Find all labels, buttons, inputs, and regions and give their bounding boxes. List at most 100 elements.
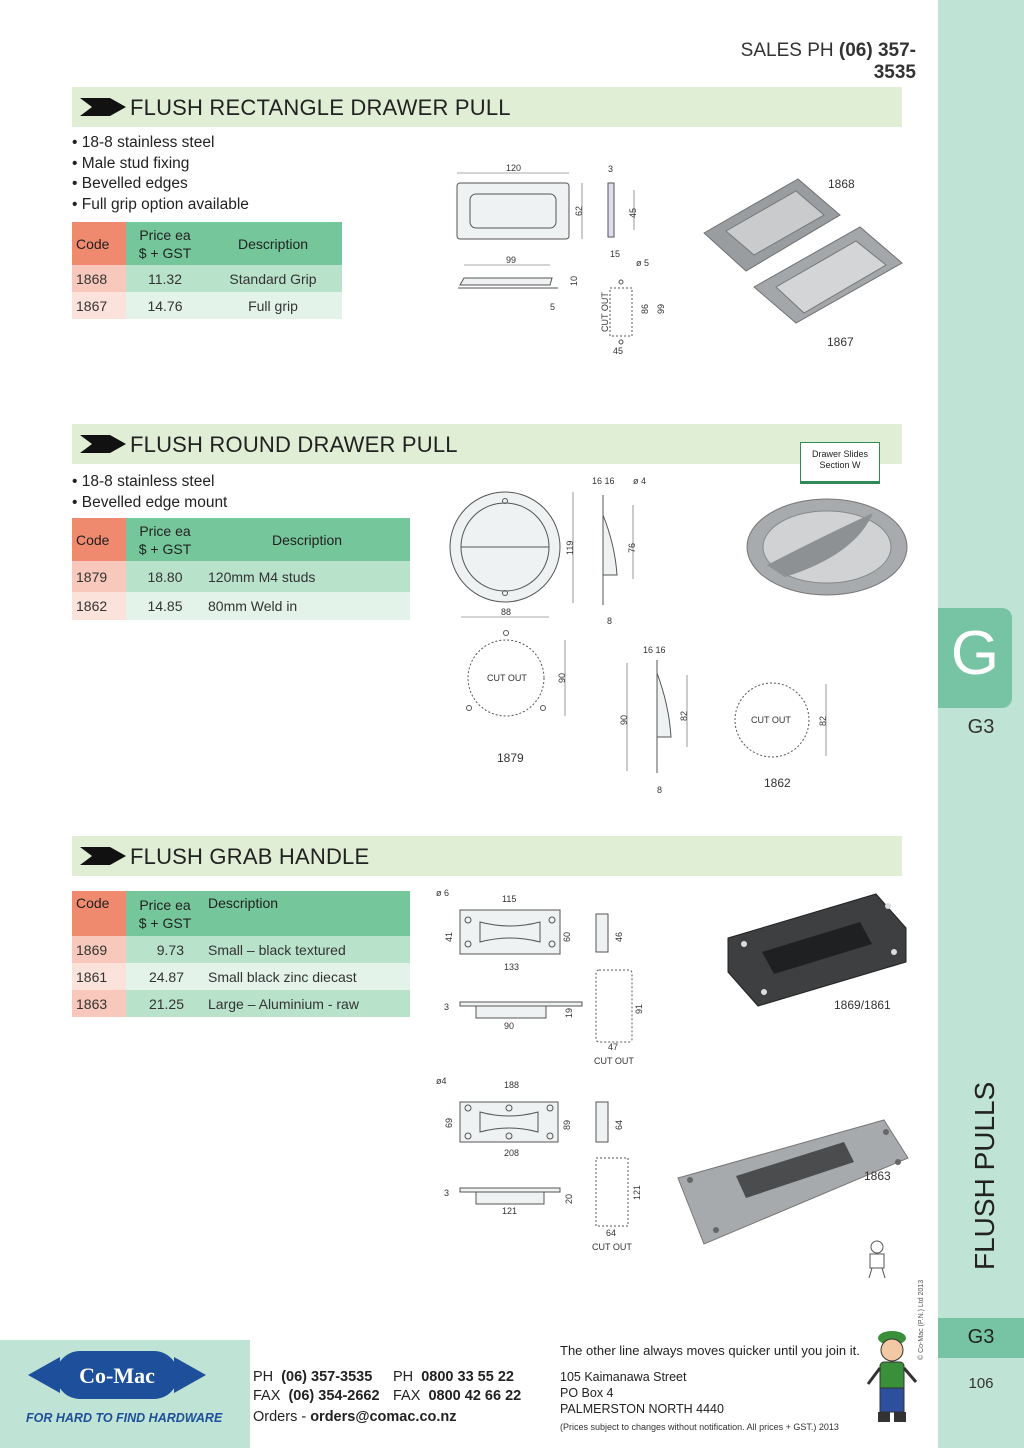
- price-table: Code Price ea$ + GST Description 1879 18…: [72, 518, 410, 620]
- orders-label: Orders -: [253, 1409, 311, 1425]
- comac-logo[interactable]: Co-Mac: [22, 1345, 212, 1405]
- dim-label: 90: [619, 715, 629, 725]
- round-pull-photo: [746, 498, 908, 596]
- dim-label: 15: [610, 249, 620, 259]
- table-row: 1863 21.25 Large – Aluminium - raw: [72, 990, 410, 1017]
- vertical-title-text: FLUSH PULLS: [969, 1081, 1000, 1270]
- table-row: 1861 24.87 Small black zinc diecast: [72, 963, 410, 990]
- description-header: Description: [204, 222, 342, 265]
- dim-label: 3: [608, 164, 613, 174]
- fax2-label: FAX: [393, 1388, 421, 1404]
- code-cell: 1868: [72, 265, 126, 292]
- feature-item: 18-8 stainless steel: [72, 133, 249, 154]
- price-cell: 9.73: [126, 936, 204, 963]
- dim-label: 133: [504, 962, 519, 972]
- dim-label: 5: [550, 302, 555, 312]
- price-header: Price ea$ + GST: [126, 891, 204, 936]
- description-cell: Large – Aluminium - raw: [204, 990, 410, 1017]
- description-cell: Small – black textured: [204, 936, 410, 963]
- dim-label: 19: [564, 1008, 574, 1018]
- round-pull-cutout: CUT OUT 82: [734, 682, 828, 758]
- round-pull-drawing: 88 119 16 16 ø 4 76 8 CUT OUT 90 16 16 9…: [449, 476, 689, 795]
- description-cell: 120mm M4 studs: [204, 561, 410, 592]
- ph-number[interactable]: (06) 357-3535: [281, 1369, 373, 1385]
- section-header-rectangle-pull: FLUSH RECTANGLE DRAWER PULL: [72, 87, 902, 127]
- dim-label: 45: [628, 208, 638, 218]
- dim-label: 121: [502, 1206, 517, 1216]
- dim-label: 82: [679, 711, 689, 721]
- dim-label: 64: [606, 1228, 616, 1238]
- fax2-number: 0800 42 66 22: [428, 1388, 522, 1404]
- price-header-line: $ + GST: [138, 914, 192, 931]
- section-header-round-pull: FLUSH ROUND DRAWER PULL: [72, 424, 902, 464]
- orders-email-link[interactable]: orders@comac.co.nz: [310, 1409, 457, 1425]
- sales-phone: (06) 357-3535: [838, 40, 916, 83]
- description-cell: Standard Grip: [204, 265, 342, 292]
- price-table: Code Price ea$ + GST Description 1868 11…: [72, 222, 342, 319]
- page-number: 106: [968, 1375, 994, 1392]
- page-tab: G3: [938, 1318, 1024, 1358]
- mascot-illustration: [866, 1331, 918, 1422]
- dim-label: 82: [818, 716, 828, 726]
- code-cell: 1879: [72, 561, 126, 592]
- arrow-icon: [80, 847, 126, 865]
- dim-label: 60: [562, 932, 572, 942]
- table-row: 1868 11.32 Standard Grip: [72, 265, 342, 292]
- price-cell: 24.87: [126, 963, 204, 990]
- dim-label: 88: [501, 607, 511, 617]
- feature-item: Full grip option available: [72, 195, 249, 216]
- logo-text: Co-Mac: [79, 1363, 155, 1388]
- rectangle-pull-drawing: 120 62 3 45 15 99 10 5 ø 5 86 99 45 CUT …: [456, 163, 666, 356]
- orders-line: Orders - orders@comac.co.nz: [253, 1409, 457, 1425]
- dim-label: 99: [656, 304, 666, 314]
- price-header-line: Price ea: [139, 522, 191, 539]
- table-row: 1879 18.80 120mm M4 studs: [72, 561, 410, 592]
- small-grab-handle-photo: [727, 893, 907, 1007]
- table-row: 1869 9.73 Small – black textured: [72, 936, 410, 963]
- dim-label: ø 6: [436, 888, 449, 898]
- fax2-line: FAX 0800 42 66 22: [393, 1388, 521, 1404]
- code-header: Code: [72, 518, 126, 561]
- dim-label: ø 5: [636, 258, 649, 268]
- logo-tagline: FOR HARD TO FIND HARDWARE: [26, 1411, 223, 1425]
- footer-quote: The other line always moves quicker unti…: [560, 1343, 860, 1358]
- description-cell: Full grip: [204, 292, 342, 319]
- dim-label: 119: [565, 541, 575, 555]
- dim-label: 86: [640, 304, 650, 314]
- feature-list: 18-8 stainless steel Bevelled edge mount: [72, 472, 228, 513]
- tab-letter: G: [950, 619, 1000, 688]
- dim-label: 188: [504, 1080, 519, 1090]
- price-header-line: Price ea: [139, 226, 191, 243]
- dim-label: 91: [634, 1004, 644, 1014]
- price-header: Price ea$ + GST: [126, 222, 204, 265]
- phone2-line: PH 0800 33 55 22: [393, 1369, 514, 1385]
- drawing-label: 1862: [764, 776, 791, 790]
- ph2-number[interactable]: 0800 33 55 22: [421, 1369, 514, 1385]
- fax-label: FAX: [253, 1388, 281, 1404]
- dim-label: CUT OUT: [592, 1242, 632, 1252]
- large-grab-handle-photo: [677, 1119, 909, 1245]
- dim-label: 64: [614, 1120, 624, 1130]
- ph-label: PH: [253, 1369, 274, 1385]
- price-header: Price ea$ + GST: [126, 518, 204, 561]
- ph2-label: PH: [393, 1369, 414, 1385]
- feature-item: Male stud fixing: [72, 154, 249, 175]
- description-header: Description: [204, 891, 410, 936]
- price-cell: 18.80: [126, 561, 204, 592]
- price-header-line: $ + GST: [138, 244, 192, 261]
- photo-label: 1863: [864, 1169, 891, 1183]
- address-block: 105 Kaimanawa Street PO Box 4 PALMERSTON…: [560, 1369, 724, 1417]
- badge-line: Drawer Slides: [811, 449, 869, 459]
- price-header-line: Price ea: [139, 896, 191, 913]
- tab-code: G3: [967, 716, 995, 738]
- dim-label: 16 16: [592, 476, 615, 486]
- dim-label: CUT OUT: [487, 673, 527, 683]
- section-vertical-title: FLUSH PULLS: [950, 1060, 1020, 1270]
- description-header: Description: [204, 518, 410, 561]
- dim-label: ø4: [436, 1076, 447, 1086]
- photo-label: 1868: [828, 177, 855, 191]
- price-table: Code Price ea$ + GST Description 1869 9.…: [72, 891, 410, 1017]
- photo-label: 1869/1861: [834, 998, 891, 1012]
- section-tab-g[interactable]: G: [938, 608, 1012, 708]
